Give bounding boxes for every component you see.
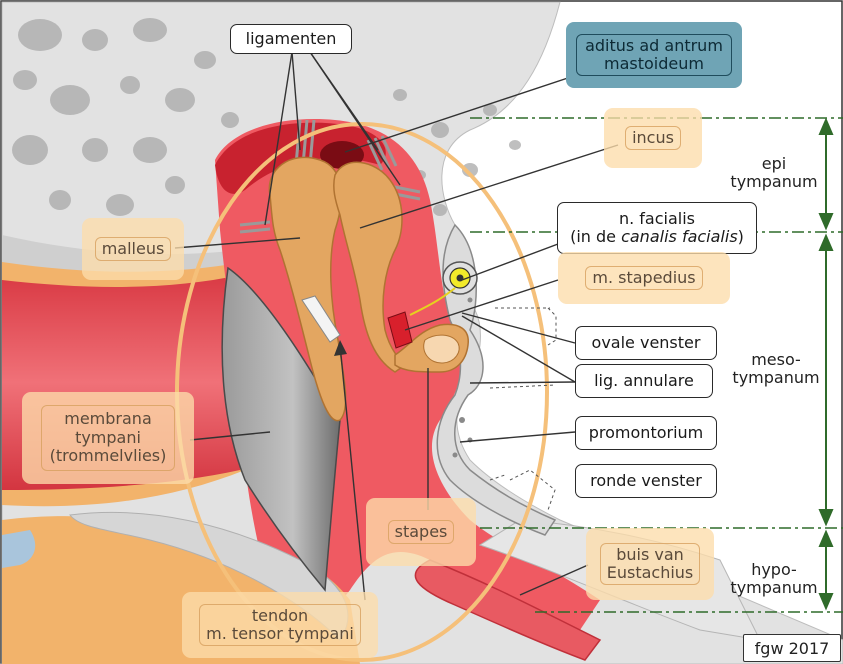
label-ligamenten-text: ligamenten: [245, 28, 337, 48]
credit-label: fgw 2017: [743, 634, 841, 662]
label-tendon-line2: m. tensor tympani: [206, 624, 354, 643]
label-ronde-venster-text: ronde venster: [590, 470, 702, 490]
blue-structure: [2, 530, 36, 568]
label-meso-tympanum: meso- tympanum: [728, 346, 824, 392]
facial-nerve-center: [456, 274, 464, 282]
stapes-opening: [423, 334, 460, 364]
label-buis: buis van Eustachius: [586, 528, 714, 600]
label-meso-line1: meso-: [751, 349, 801, 369]
label-epi-line1: epi: [761, 153, 787, 173]
stapedius-nerve: [409, 287, 456, 316]
label-hypo-tympanum: hypo- tympanum: [726, 556, 822, 602]
label-facialis-inner: n. facialis (in de canalis facialis): [570, 208, 744, 247]
label-malleus-text: malleus: [101, 238, 165, 258]
label-membrana-line2: tympani: [75, 427, 141, 447]
label-membrana-line1: membrana: [64, 409, 152, 429]
label-promontorium-text: promontorium: [588, 422, 704, 442]
label-malleus-inner: malleus: [94, 236, 172, 262]
label-stapedius-text: m. stapedius: [592, 267, 696, 287]
tympanic-membrane: [221, 266, 341, 592]
label-meso-inner: meso- tympanum: [732, 349, 820, 388]
label-lig-annulare-text: lig. annulare: [594, 370, 694, 390]
label-buis-inner: buis van Eustachius: [599, 542, 701, 586]
label-facialis-line2-pre: (in de: [570, 227, 622, 246]
dotted-guides: [489, 307, 557, 511]
label-epi-tympanum: epi tympanum: [726, 150, 822, 196]
label-facialis: n. facialis (in de canalis facialis): [557, 202, 757, 254]
label-epi-line2: tympanum: [730, 172, 818, 191]
label-meso-line2: tympanum: [732, 368, 820, 387]
label-buis-line1: buis van: [616, 544, 684, 564]
label-aditus-line2: mastoideum: [604, 54, 704, 73]
label-membrana-line3: (trommelvlies): [49, 446, 167, 466]
label-aditus: aditus ad antrum mastoideum: [566, 22, 742, 88]
label-stapes-text: stapes: [394, 521, 448, 541]
eustachian-tube: [414, 559, 602, 661]
label-hypo-line2: tympanum: [730, 578, 818, 597]
label-tendon-line1: tendon: [251, 605, 309, 625]
label-epi-inner: epi tympanum: [730, 153, 818, 192]
label-incus: incus: [604, 108, 702, 168]
label-stapes: stapes: [366, 498, 476, 566]
label-ovale-venster-text: ovale venster: [591, 332, 701, 352]
label-membrana-inner: membrana tympani (trommelvlies): [40, 405, 176, 471]
region-arrows: [818, 117, 834, 611]
label-facialis-line2-italic: canalis facialis: [621, 227, 738, 246]
label-lig-annulare: lig. annulare: [575, 364, 713, 398]
label-ronde-venster: ronde venster: [575, 464, 717, 498]
label-incus-inner: incus: [625, 125, 681, 151]
label-stapedius: m. stapedius: [558, 252, 730, 304]
label-facialis-line1: n. facialis: [618, 208, 695, 228]
label-membrana: membrana tympani (trommelvlies): [22, 392, 194, 484]
malleus-bone: [268, 156, 347, 422]
label-promontorium: promontorium: [575, 416, 717, 450]
stapedius-muscle: [387, 311, 413, 349]
mastoid-air-cells: [12, 18, 521, 216]
label-malleus: malleus: [82, 218, 184, 280]
label-buis-line2: Eustachius: [606, 563, 694, 582]
label-ligamenten: ligamenten: [230, 24, 352, 54]
label-facialis-line2-post: ): [737, 227, 744, 246]
label-aditus-line1: aditus ad antrum: [585, 35, 723, 55]
label-stapes-inner: stapes: [387, 519, 455, 545]
label-stapedius-inner: m. stapedius: [585, 265, 703, 291]
label-ovale-venster: ovale venster: [575, 326, 717, 360]
label-tendon: tendon m. tensor tympani: [182, 592, 378, 658]
tendon-arrowhead: [334, 340, 347, 356]
leader-lines: [174, 51, 623, 601]
tensor-tendon: [301, 295, 341, 343]
label-tendon-inner: tendon m. tensor tympani: [199, 603, 361, 647]
label-hypo-line1: hypo-: [751, 559, 797, 579]
label-facialis-line2: (in de canalis facialis): [570, 227, 744, 246]
label-aditus-inner: aditus ad antrum mastoideum: [576, 33, 732, 77]
label-incus-text: incus: [632, 127, 674, 147]
label-hypo-inner: hypo- tympanum: [730, 559, 818, 598]
